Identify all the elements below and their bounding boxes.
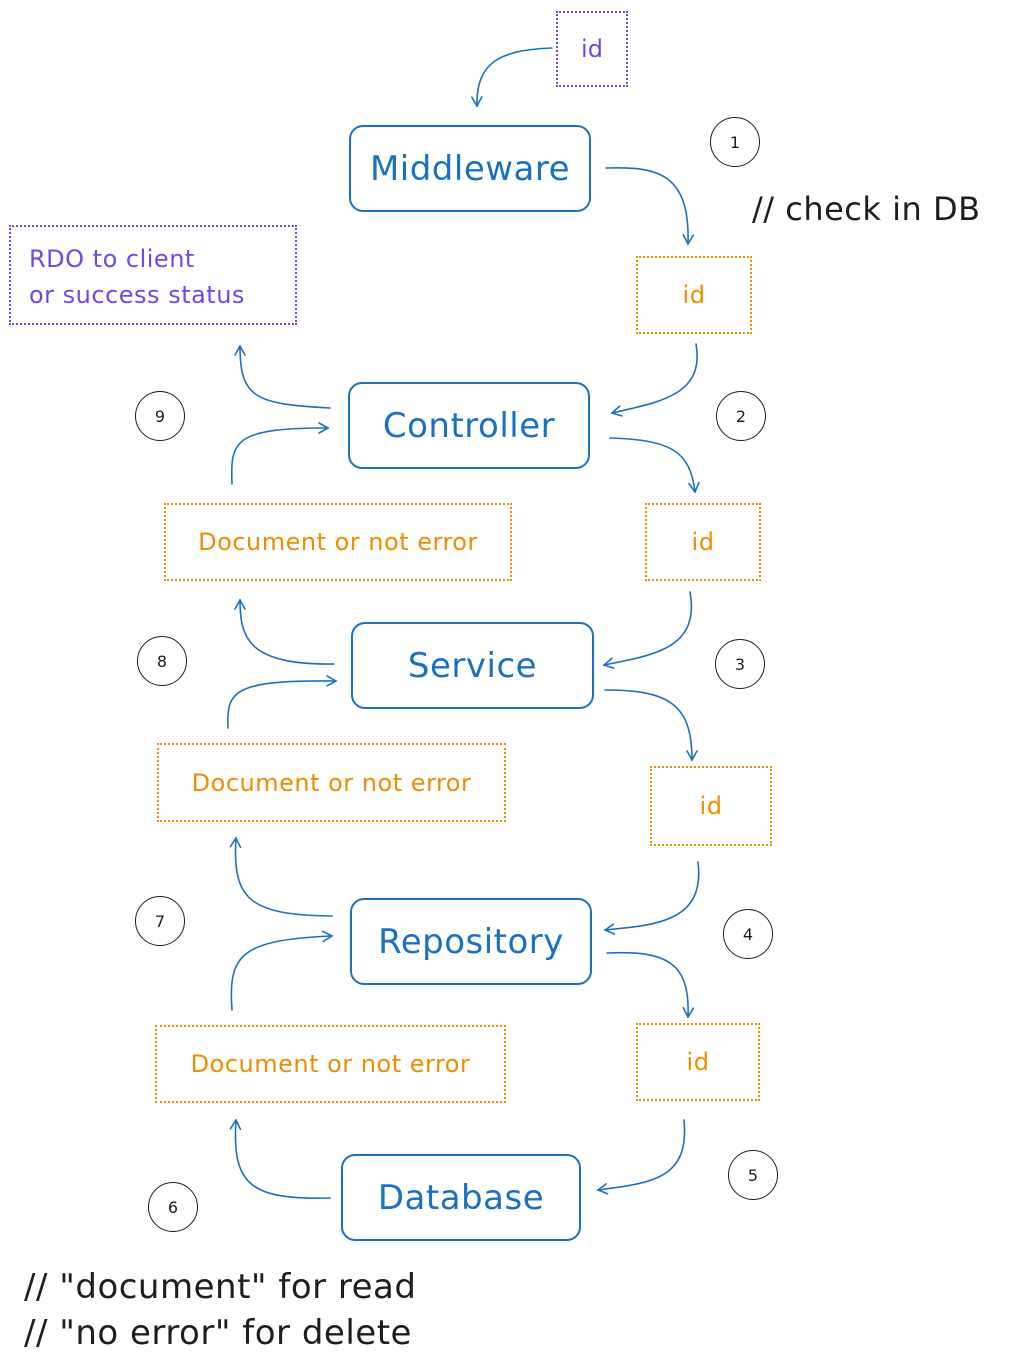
arrow-entry-to-middleware xyxy=(471,47,553,108)
response-line-2: or success status xyxy=(29,281,245,309)
document-label: Document or not error xyxy=(198,528,478,556)
arrow-id-to-repository xyxy=(603,861,700,935)
id-label: id xyxy=(691,528,715,556)
id-box-to-controller: id xyxy=(636,256,752,334)
arrow-repository-to-id xyxy=(606,951,695,1019)
step-7: 7 xyxy=(135,896,185,946)
database-box: Database xyxy=(341,1154,581,1241)
repository-label: Repository xyxy=(378,921,564,962)
document-label: Document or not error xyxy=(190,1050,471,1078)
check-in-db-note: // check in DB xyxy=(752,190,981,228)
id-label: id xyxy=(699,792,723,820)
arrow-id-to-controller xyxy=(610,343,698,417)
arrow-service-to-id xyxy=(604,689,698,762)
entry-id-box: id xyxy=(556,11,628,87)
step-6: 6 xyxy=(148,1182,198,1232)
step-5: 5 xyxy=(728,1150,778,1200)
id-label: id xyxy=(686,1048,710,1076)
response-line-1: RDO to client xyxy=(29,245,195,273)
entry-id-label: id xyxy=(581,35,603,63)
service-box: Service xyxy=(351,622,594,709)
document-box-from-repository: Document or not error xyxy=(155,1025,506,1103)
arrow-id-to-database xyxy=(596,1119,686,1195)
id-box-to-service: id xyxy=(645,503,761,581)
note-delete: // "no error" for delete xyxy=(24,1313,412,1353)
arrow-id-to-service xyxy=(602,591,693,669)
step-3: 3 xyxy=(715,639,765,689)
arrow-controller-to-response xyxy=(234,344,331,409)
id-box-to-repository: id xyxy=(650,766,772,846)
step-4: 4 xyxy=(723,909,773,959)
footer-notes: // "document" for read // "no error" for… xyxy=(24,1264,416,1356)
id-box-to-database: id xyxy=(636,1023,760,1101)
arrow-repository-to-document xyxy=(229,836,333,917)
document-box-from-service: Document or not error xyxy=(157,743,506,822)
database-label: Database xyxy=(377,1177,545,1218)
step-9: 9 xyxy=(135,391,185,441)
response-box: RDO to client or success status xyxy=(9,225,297,325)
repository-box: Repository xyxy=(350,898,592,985)
controller-label: Controller xyxy=(382,405,556,446)
arrow-service-to-document xyxy=(234,598,335,665)
middleware-label: Middleware xyxy=(369,148,571,189)
arrow-document-to-repository xyxy=(230,930,334,1011)
middleware-box: Middleware xyxy=(349,125,591,212)
arrow-document-to-controller xyxy=(230,422,330,485)
note-read: // "document" for read xyxy=(24,1267,417,1307)
controller-box: Controller xyxy=(348,382,590,469)
arrow-middleware-to-id xyxy=(605,166,695,246)
arrow-document-to-service xyxy=(226,675,338,729)
id-label: id xyxy=(682,281,706,309)
document-box-from-controller: Document or not error xyxy=(164,503,512,581)
document-label: Document or not error xyxy=(191,768,472,797)
arrow-controller-to-id xyxy=(609,437,700,494)
step-1: 1 xyxy=(710,117,760,167)
step-8: 8 xyxy=(137,636,187,686)
step-2: 2 xyxy=(716,391,766,441)
service-label: Service xyxy=(407,645,538,686)
arrow-database-to-document xyxy=(229,1118,331,1199)
